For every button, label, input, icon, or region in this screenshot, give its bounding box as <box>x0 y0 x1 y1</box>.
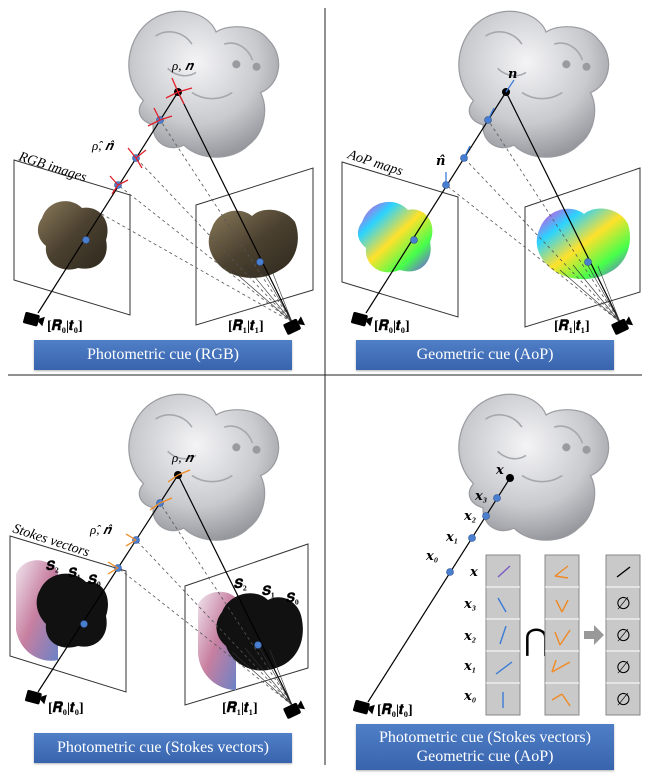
camera-0-icon <box>352 699 375 717</box>
ray-fan <box>231 261 293 323</box>
dashed-rays <box>99 119 293 323</box>
grid-row-label-x2: 𝒙₂ <box>463 628 476 643</box>
aop-map-right <box>536 208 630 280</box>
grid-row-label-x: 𝒙 <box>469 564 478 579</box>
statue-model <box>458 393 610 542</box>
stokes-s0-label-right: 𝑺₀ <box>286 590 299 605</box>
statue-model <box>128 10 280 159</box>
stokes-s2-label-left: 𝑺₂ <box>46 558 59 573</box>
dashed-rays <box>117 502 293 706</box>
stokes-s2-label-right: 𝑺₂ <box>234 576 247 591</box>
blue-normal-column <box>485 554 521 716</box>
camera-0-label: [𝑹₀|𝒕₀] <box>48 701 84 716</box>
point-label-x0: 𝒙₀ <box>425 548 438 563</box>
normal-arrows-blue <box>445 79 515 185</box>
point-label: ρ, 𝒏 <box>171 58 195 73</box>
rgb-image-left <box>37 201 108 270</box>
empty-symbol-x1: ∅ <box>616 658 631 677</box>
sample-points <box>446 494 501 576</box>
ray-main <box>365 91 507 314</box>
ray-cam1 <box>505 91 621 323</box>
surface-point <box>506 474 514 482</box>
point-label: 𝒏 <box>508 66 517 81</box>
panel-bottom-left: ρ, 𝒏 ρ̂, 𝒏̂ Stokes vectors 𝑺₂ 𝑺₁ 𝑺₀ 𝑺₂ 𝑺… <box>9 393 309 720</box>
camera-0-icon <box>22 311 45 329</box>
stokes-s1-label-left: 𝑺₁ <box>68 565 81 580</box>
ray-cam1 <box>177 474 293 706</box>
panel-top-right: 𝒏 𝒏̂ AoP maps [𝑹₀|𝒕₀] [𝑹₁|𝒕₁] <box>341 10 641 336</box>
camera-1-icon <box>282 700 306 720</box>
panel-bottom-right: 𝒙 𝒙₃ 𝒙₂ 𝒙₁ 𝒙₀ 𝒙 𝒙₃ 𝒙₂ 𝒙₁ 𝒙₀ ⋂ <box>352 393 641 718</box>
ray-fan <box>231 644 293 706</box>
statue-model <box>128 393 280 542</box>
grid-row-label-x3: 𝒙₃ <box>463 596 476 611</box>
camera-0-label: [𝑹₀|𝒕₀] <box>377 703 413 718</box>
empty-symbol-x0: ∅ <box>616 690 631 709</box>
stokes-s1-label-right: 𝑺₁ <box>262 583 275 598</box>
point-label-x1: 𝒙₁ <box>445 529 458 544</box>
caption-bottom-right-line1: Photometric cue (Stokes vectors) <box>379 729 591 746</box>
camera-1-icon <box>610 316 634 336</box>
ray-cam1 <box>177 91 293 323</box>
grid-row-label-x0: 𝒙₀ <box>463 688 476 703</box>
ray-fan <box>559 261 621 323</box>
empty-symbol-x2: ∅ <box>616 626 631 645</box>
estimate-label: ρ̂, 𝒏̂ <box>91 138 115 153</box>
stokes-image-left <box>36 573 108 648</box>
empty-symbol-x3: ∅ <box>616 594 631 613</box>
panel-top-left: ρ, 𝒏 ρ̂, 𝒏̂ RGB images [𝑹₀|𝒕₀] [𝑹₁|𝒕₁] <box>13 10 314 336</box>
point-label-x: 𝒙 <box>495 462 504 477</box>
camera-0-icon <box>350 311 373 329</box>
grid-row-label-x1: 𝒙₁ <box>463 658 476 673</box>
estimate-label: ρ̂, 𝒏̂ <box>89 522 113 537</box>
statue-model <box>458 10 610 159</box>
normal-arrows-red <box>109 77 193 195</box>
point-label-x3: 𝒙₃ <box>474 488 487 503</box>
caption-top-right: Geometric cue (AoP) <box>356 340 614 370</box>
camera-1-label: [𝑹₁|𝒕₁] <box>554 319 590 334</box>
ray-main <box>37 474 179 693</box>
caption-top-left: Photometric cue (RGB) <box>34 340 292 370</box>
ray-main <box>37 91 179 314</box>
stokes-s0-label-left: 𝑺₀ <box>88 572 101 587</box>
camera-1-label: [𝑹₁|𝒕₁] <box>228 319 264 334</box>
caption-bottom-right-line2: Geometric cue (AoP) <box>416 748 554 765</box>
result-column: ∅ ∅ ∅ ∅ <box>605 554 641 716</box>
camera-1-label: [𝑹₁|𝒕₁] <box>222 701 258 716</box>
camera-0-icon <box>24 689 47 707</box>
stokes-image-right <box>216 593 303 671</box>
orange-normal-column <box>544 554 580 716</box>
point-label: ρ, 𝒏 <box>171 450 195 465</box>
arrow-right-icon <box>584 625 604 645</box>
aop-map-left <box>357 201 433 273</box>
point-label-x2: 𝒙₂ <box>463 508 476 523</box>
camera-0-label: [𝑹₀|𝒕₀] <box>47 319 83 334</box>
caption-bottom-right: Photometric cue (Stokes vectors) Geometr… <box>356 724 614 770</box>
dashed-rays <box>445 119 621 323</box>
caption-bottom-left: Photometric cue (Stokes vectors) <box>34 733 292 763</box>
camera-0-label: [𝑹₀|𝒕₀] <box>374 319 410 334</box>
normal-arrows-orange <box>107 469 191 575</box>
estimate-label: 𝒏̂ <box>436 153 445 168</box>
